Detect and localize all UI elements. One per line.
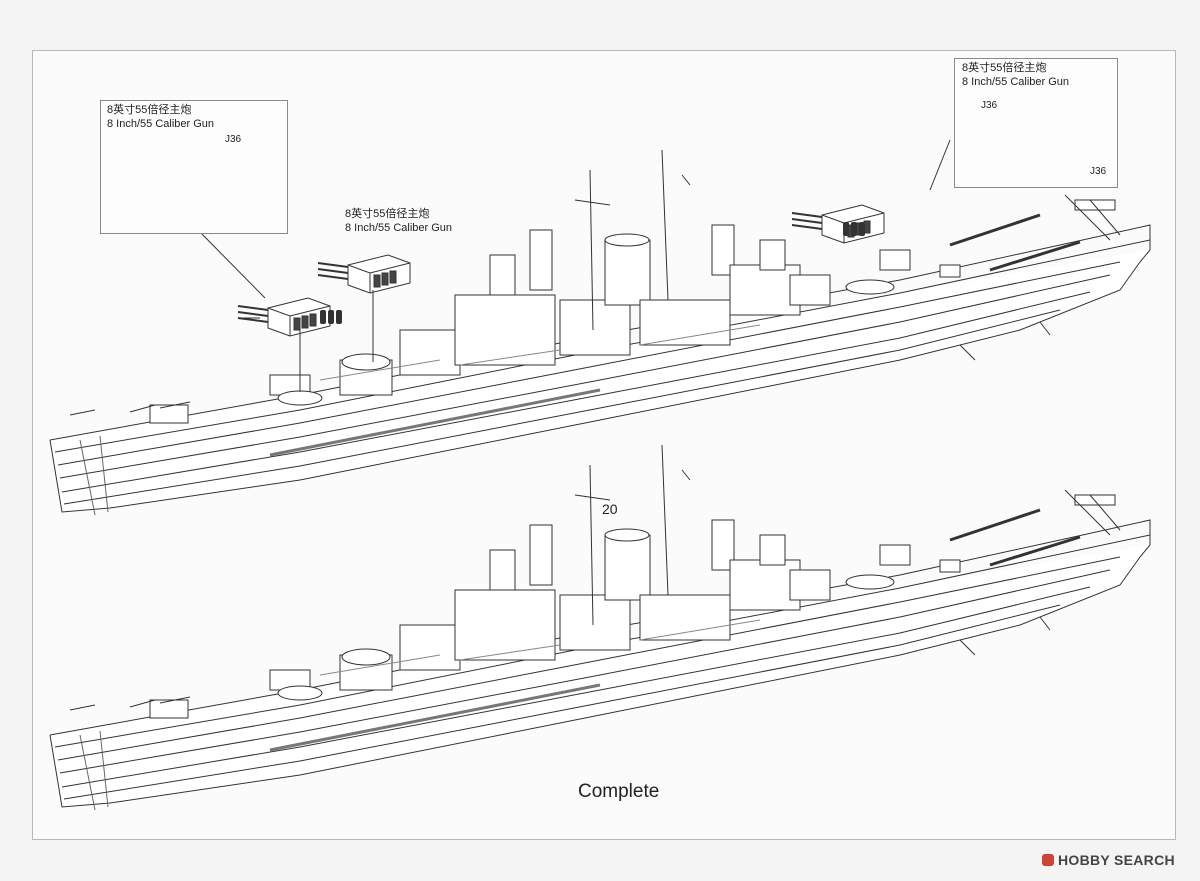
callout-en-label: 8 Inch/55 Caliber Gun	[107, 118, 215, 130]
hobby-search-logo-icon	[1042, 854, 1054, 866]
watermark-text: HOBBY SEARCH	[1058, 852, 1175, 868]
callout-cn-label: 8英寸55倍径主炮	[962, 62, 1047, 74]
lower-ship-drawing	[48, 443, 1152, 812]
gun-label-cn: 8英寸55倍径主炮	[345, 208, 430, 220]
callout-cn-label: 8英寸55倍径主炮	[107, 104, 192, 116]
j36-parts-c	[843, 222, 865, 236]
turret-b-drawing	[237, 297, 331, 337]
j36-parts-b	[320, 310, 342, 324]
callout-gun-assembly-right: 8英寸55倍径主炮 8 Inch/55 Caliber Gun J36 J36	[954, 58, 1118, 188]
callout-en-label: 8 Inch/55 Caliber Gun	[962, 76, 1070, 88]
watermark: HOBBY SEARCH	[1042, 852, 1175, 868]
callout-gun-assembly-left: 8英寸55倍径主炮 8 Inch/55 Caliber Gun J36	[100, 100, 288, 234]
turret-a-drawing	[317, 254, 411, 294]
gun-label-en: 8 Inch/55 Caliber Gun	[345, 222, 453, 234]
step-number: 20	[602, 501, 618, 517]
complete-caption: Complete	[578, 781, 660, 802]
part-code-j36-top: J36	[981, 100, 998, 111]
turret-c-drawing	[791, 204, 885, 244]
part-code-j36: J36	[225, 134, 242, 145]
part-code-j36-bottom: J36	[1090, 166, 1107, 177]
